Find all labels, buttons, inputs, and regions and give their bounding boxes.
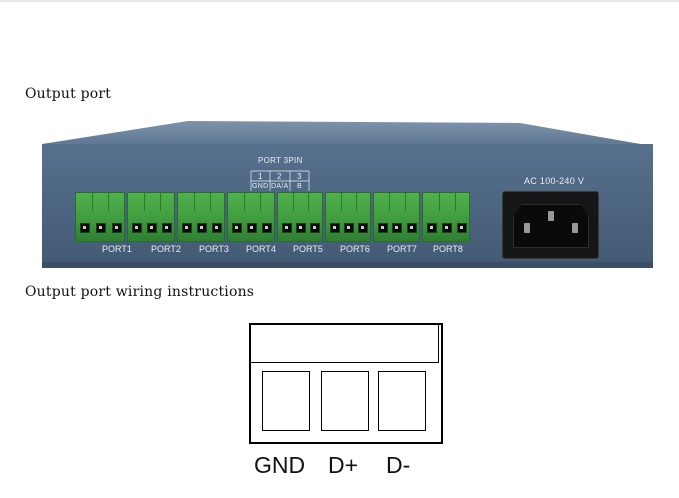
power-pin-right <box>572 223 578 233</box>
port-label-2: PORT2 <box>151 244 181 254</box>
terminal-block-3 <box>177 192 225 242</box>
port-label-8: PORT8 <box>433 244 463 254</box>
top-divider <box>0 0 679 2</box>
port-label-5: PORT5 <box>293 244 323 254</box>
pin-header-grid <box>250 170 310 191</box>
terminal-block-2 <box>127 192 175 242</box>
pin-name-da: DA/A <box>271 183 289 190</box>
power-label: AC 100-240 V <box>524 176 585 186</box>
terminal-block-7 <box>373 192 420 242</box>
power-socket-inlet <box>513 204 589 248</box>
terminal-block-1 <box>75 192 125 242</box>
terminal-block-5 <box>277 192 323 242</box>
chassis-base <box>42 262 653 268</box>
port-label-3: PORT3 <box>199 244 229 254</box>
wiring-cell-dplus <box>321 371 369 431</box>
wiring-label-dminus: D- <box>386 452 411 478</box>
port-label-1: PORT1 <box>102 244 132 254</box>
power-pin-left <box>524 223 530 233</box>
port-label-6: PORT6 <box>340 244 370 254</box>
wiring-cell-gnd <box>262 371 310 431</box>
port-label-7: PORT7 <box>387 244 417 254</box>
pin-number-3: 3 <box>297 172 302 181</box>
pin-number-1: 1 <box>258 172 263 181</box>
pin-header-title: PORT 3PIN <box>258 156 303 165</box>
terminal-block-8 <box>422 192 470 242</box>
pin-name-b: B <box>297 183 302 190</box>
chassis-top <box>42 121 652 146</box>
terminal-block-6 <box>325 192 371 242</box>
terminal-block-4 <box>227 192 275 242</box>
wiring-label-dplus: D+ <box>328 452 359 478</box>
output-port-caption: Output port <box>25 86 112 102</box>
power-pin-ground <box>548 211 554 221</box>
pin-name-gnd: GND <box>252 183 269 190</box>
wiring-diagram-header <box>251 325 439 363</box>
wiring-diagram <box>249 323 443 444</box>
pin-number-2: 2 <box>277 172 282 181</box>
port-label-4: PORT4 <box>246 244 276 254</box>
power-socket <box>502 191 599 259</box>
wiring-label-gnd: GND <box>254 452 306 478</box>
wiring-instructions-caption: Output port wiring instructions <box>25 284 255 300</box>
wiring-cell-dminus <box>378 371 426 431</box>
